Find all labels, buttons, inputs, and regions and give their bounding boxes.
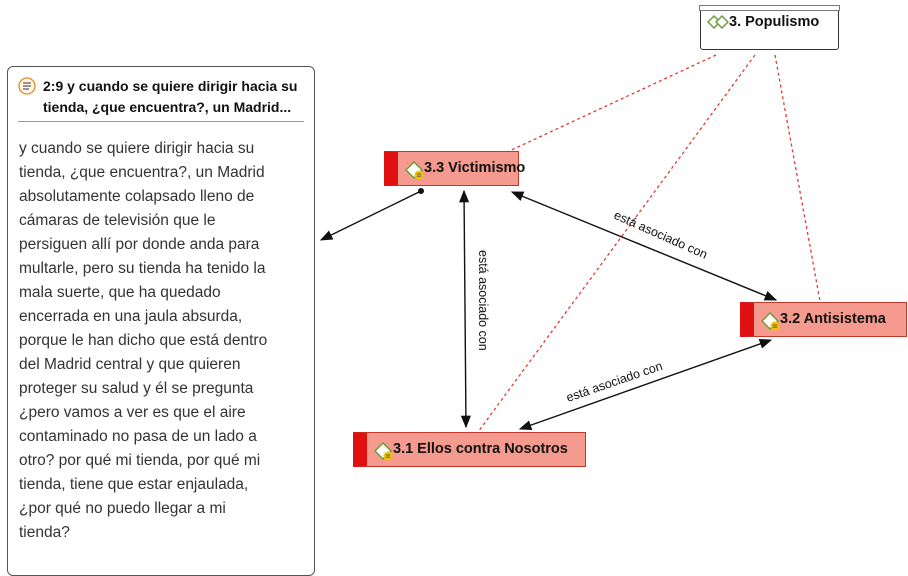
quotation-icon	[18, 77, 36, 95]
quotation-title-line-1: 2:9 y cuando se quiere dirigir hacia su	[43, 78, 298, 94]
node-label: 3.1 Ellos contra Nosotros	[393, 441, 568, 457]
arrow-victimismo-ellos	[459, 189, 471, 429]
arrow-victimismo-antisistema	[510, 191, 778, 301]
quotation-card[interactable]: 2:9 y cuando se quiere dirigir hacia su …	[7, 66, 315, 576]
relation-label-victimismo-antisistema: está asociado con	[612, 208, 710, 262]
node-ellos-contra-nosotros[interactable]: 3.1 Ellos contra Nosotros	[353, 432, 586, 467]
quotation-text-line: multarle, pero su tienda ha tenido la	[19, 260, 266, 277]
code-icon	[373, 441, 393, 461]
quotation-text-line: otro? por qué mi tienda, por qué mi	[19, 452, 261, 469]
quotation-text-line: tienda?	[19, 524, 70, 541]
quotation-text-line: encerrada en una jaula absurda,	[19, 308, 243, 325]
relation-label-victimismo-ellos: está asociado con	[476, 250, 490, 351]
node-label: 3.3 Victimismo	[424, 160, 526, 176]
code-icon	[404, 160, 424, 180]
node-antisistema[interactable]: 3.2 Antisistema	[740, 302, 907, 337]
code-group-icon	[707, 14, 729, 30]
node-label: 3.2 Antisistema	[780, 311, 886, 327]
quotation-text-line: ¿pero vamos a ver es que el aire	[19, 404, 246, 421]
quotation-text-line: tienda, tiene que estar enjaulada,	[19, 476, 249, 493]
quotation-title: 2:9 y cuando se quiere dirigir hacia su …	[43, 76, 304, 118]
quotation-text-line: mala suerte, que ha quedado	[19, 284, 221, 301]
node-header-strip	[699, 5, 840, 11]
quotation-text-line: absolutamente colapsado lleno de	[19, 188, 255, 205]
quotation-text-line: y cuando se quiere dirigir hacia su	[19, 140, 255, 157]
node-victimismo[interactable]: 3.3 Victimismo	[384, 151, 525, 186]
quotation-text-line: cámaras de televisión que le	[19, 212, 216, 229]
relation-label-ellos-antisistema: está asociado con	[564, 359, 664, 405]
quotation-text-line: tienda, ¿que encuentra?, un Madrid	[19, 164, 265, 181]
quotation-text-line: ¿por qué no puedo llegar a mi	[19, 500, 226, 517]
quotation-text-line: del Madrid central y que quieren	[19, 356, 241, 373]
quotation-text-line: proteger su salud y él se pregunta	[19, 380, 254, 397]
quotation-text: y cuando se quiere dirigir hacia su tiend…	[19, 137, 309, 545]
link-populismo-victimismo	[504, 54, 717, 154]
arrow-ellos-antisistema	[518, 339, 773, 430]
code-icon	[760, 311, 780, 331]
quotation-text-line: porque le han dicho que está dentro	[19, 332, 268, 349]
node-populismo[interactable]: 3. Populismo	[699, 5, 840, 50]
quotation-title-line-2: tienda, ¿que encuentra?, un Madrid...	[43, 99, 292, 115]
arrow-origin-dot	[418, 188, 424, 194]
quotation-header: 2:9 y cuando se quiere dirigir hacia su …	[18, 73, 304, 122]
quotation-text-line: contaminado no pasa de un lado a	[19, 428, 257, 445]
link-populismo-antisistema	[774, 54, 821, 302]
node-label: 3. Populismo	[729, 14, 820, 30]
arrow-victimismo-quote	[319, 190, 422, 241]
quotation-text-line: persiguen allí por donde anda para	[19, 236, 260, 253]
